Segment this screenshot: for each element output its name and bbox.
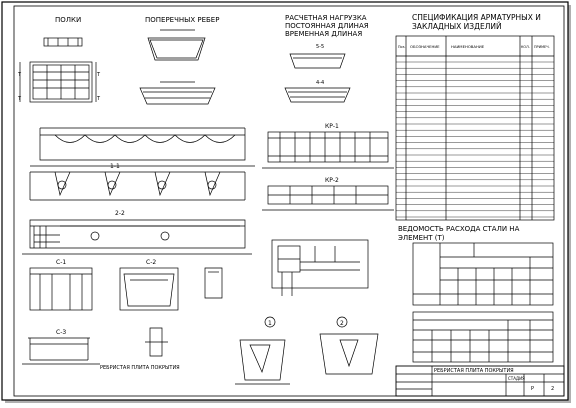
label-kr2: КР-2 [325, 177, 339, 184]
label-kr1: КР-1 [325, 123, 339, 130]
section-2-2: 2-2 [22, 210, 252, 255]
label-section-c3: С-3 [56, 329, 66, 336]
heading-slabs: ПОЛКИ [55, 16, 81, 24]
load-diagrams: 5-5 4-4 [284, 44, 351, 103]
section-c2: С-2 [119, 259, 223, 311]
svg-text:Т: Т [17, 96, 22, 102]
spec-col-qty: КОЛ. [521, 45, 530, 49]
svg-text:5-5: 5-5 [316, 44, 324, 50]
label-section-1-1: 1-1 [110, 163, 120, 170]
spec-col-name: НАИМЕНОВАНИЕ [451, 44, 485, 49]
svg-text:4-4: 4-4 [316, 80, 324, 86]
transverse-rib-views [139, 29, 216, 105]
spec-table-rows [396, 61, 554, 218]
svg-text:Т: Т [96, 96, 101, 102]
section-c3: С-3 [22, 327, 168, 365]
title-block [395, 365, 565, 397]
label-section-2-2: 2-2 [115, 210, 125, 217]
stamp-title: РЕБРИСТАЯ ПЛИТА ПОКРЫТИЯ [434, 368, 514, 374]
svg-text:Т: Т [17, 72, 22, 78]
spec-col-pos: Поз. [398, 45, 406, 49]
label-node-1: 1 [268, 320, 272, 327]
stamp-sheets-total: 2 [551, 386, 554, 392]
heading-transverse-ribs: ПОПЕРЕЧНЫХ РЕБЕР [145, 16, 219, 24]
section-1-1: 1-1 [29, 163, 246, 201]
steel-table-upper [412, 242, 554, 306]
frame-kr2: КР-2 [262, 177, 394, 211]
inner-frame [13, 5, 565, 397]
label-section-c2: С-2 [146, 259, 156, 266]
heading-load-1: РАСЧЕТНАЯ НАГРУЗКА [285, 14, 367, 22]
steel-table-lower [412, 311, 554, 363]
stamp-title-lower: РЕБРИСТАЯ ПЛИТА ПОКРЫТИЯ [100, 365, 180, 371]
stamp-subtitle: СТАДИЯ [508, 376, 525, 381]
node-detail-1: 1 [235, 316, 290, 385]
spec-table [395, 35, 555, 221]
heading-spec-2: ЗАКЛАДНЫХ ИЗДЕЛИЙ [412, 22, 502, 31]
spec-col-designation: ОБОЗНАЧЕНИЕ [410, 44, 440, 49]
slab-plan-view: Т Т Т Т [17, 37, 101, 103]
frame-kr1: КР-1 [262, 123, 394, 169]
heading-load-3: ВРЕМЕННАЯ ДЛИНАЯ [285, 30, 362, 38]
embedded-detail [271, 239, 369, 296]
stamp-sheet: Р [531, 386, 534, 392]
spec-col-note: ПРИМЕЧ. [534, 45, 550, 49]
label-node-2: 2 [340, 320, 344, 327]
heading-steel-2: ЭЛЕМЕНТ (Т) [398, 234, 445, 242]
heading-spec-1: СПЕЦИФИКАЦИЯ АРМАТУРНЫХ И [412, 13, 541, 22]
longitudinal-view-top [30, 127, 255, 167]
label-section-c1: С-1 [56, 259, 66, 266]
heading-load-2: ПОСТОЯННАЯ ДЛИНАЯ [285, 22, 369, 30]
node-detail-2: 2 [319, 316, 379, 375]
svg-text:Т: Т [96, 72, 101, 78]
heading-steel-1: ВЕДОМОСТЬ РАСХОДА СТАЛИ НА [398, 225, 520, 233]
section-c1: С-1 [29, 259, 93, 311]
